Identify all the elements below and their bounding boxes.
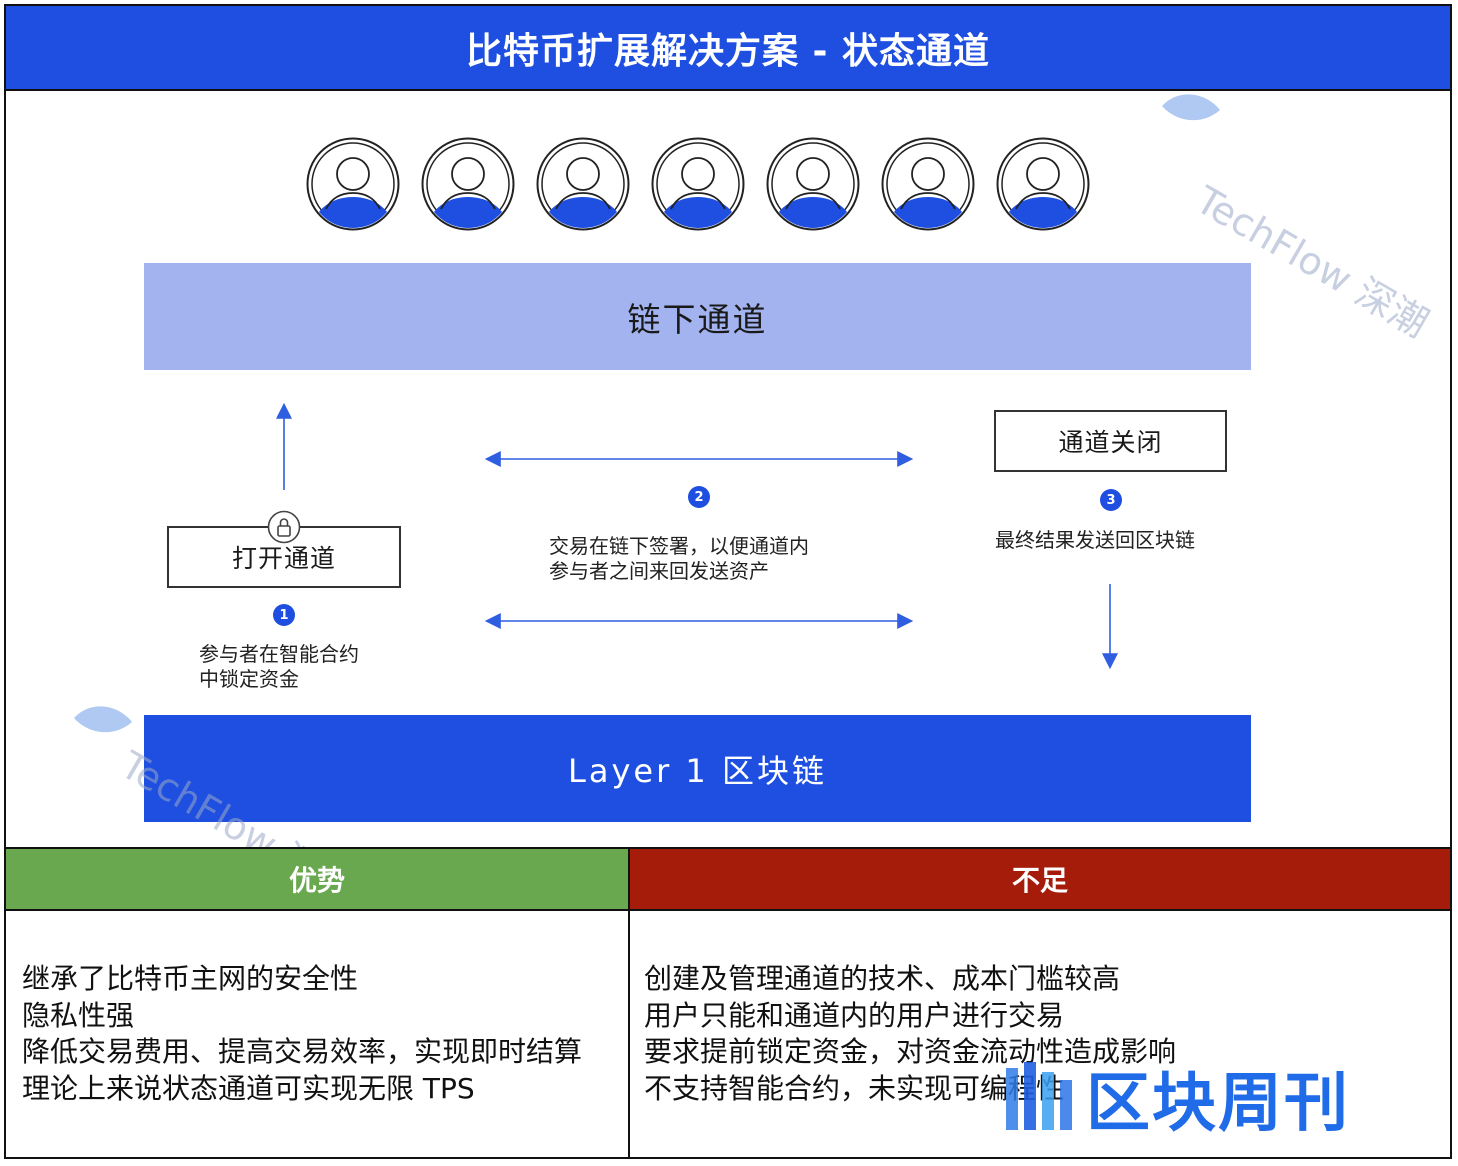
- layer1-blockchain-bar: Layer 1 区块链: [144, 715, 1251, 822]
- list-item: 理论上来说状态通道可实现无限 TPS: [22, 1071, 475, 1105]
- cons-header-label: 不足: [1011, 864, 1068, 897]
- publisher-logo: 区块周刊: [1000, 1052, 1350, 1144]
- step-3-line-1: 最终结果发送回区块链: [995, 528, 1195, 552]
- participant-avatar-icon: [306, 137, 400, 231]
- step-1-line-1: 参与者在智能合约: [199, 642, 359, 666]
- open-channel-label: 打开通道: [231, 544, 336, 573]
- layer1-label: Layer 1 区块链: [568, 751, 827, 790]
- participant-avatar-icon: [881, 137, 975, 231]
- logo-mark-icon: [1006, 1062, 1072, 1130]
- list-item: 降低交易费用、提高交易效率，实现即时结算: [22, 1035, 583, 1068]
- pros-header-label: 优势: [288, 864, 345, 897]
- list-item: 继承了比特币主网的安全性: [22, 962, 359, 995]
- list-item: 要求提前锁定资金，对资金流动性造成影响: [644, 1035, 1177, 1068]
- participant-avatar-icon: [996, 137, 1090, 231]
- step-2-description: 交易在链下签署，以便通道内 参与者之间来回发送资产: [549, 534, 809, 584]
- step-2-badge: 2: [688, 486, 710, 508]
- watermark-leaf-icon: [1160, 92, 1222, 128]
- logo-text: 区块周刊: [1086, 1067, 1350, 1141]
- participant-avatar-icon: [421, 137, 515, 231]
- list-item: 创建及管理通道的技术、成本门槛较高: [644, 962, 1121, 995]
- step-3-description: 最终结果发送回区块链: [995, 528, 1195, 553]
- table-top-border: [6, 847, 1450, 849]
- offchain-channel-bar: 链下通道: [144, 263, 1251, 370]
- offchain-channel-label: 链下通道: [627, 299, 768, 339]
- watermark-leaf-icon: [72, 704, 134, 740]
- participant-avatar-icon: [536, 137, 630, 231]
- title-bar: 比特币扩展解决方案 - 状态通道: [6, 6, 1450, 91]
- participant-avatar-icon: [766, 137, 860, 231]
- list-item: 用户只能和通道内的用户进行交易: [644, 998, 1065, 1032]
- close-channel-box: 通道关闭: [994, 410, 1227, 472]
- step-1-line-2: 中锁定资金: [199, 667, 299, 691]
- figure-frame: [4, 4, 1452, 1159]
- cons-header: 不足: [630, 849, 1450, 911]
- list-item: 不支持智能合约，未实现可编程性: [644, 1071, 1065, 1105]
- step-1-badge: 1: [273, 604, 295, 626]
- step-2-line-1: 交易在链下签署，以便通道内: [549, 534, 809, 558]
- participant-avatar-icon: [651, 137, 745, 231]
- table-column-divider: [628, 849, 630, 1159]
- step-1-description: 参与者在智能合约 中锁定资金: [199, 642, 359, 692]
- close-channel-label: 通道关闭: [1058, 428, 1163, 457]
- cons-list: 创建及管理通道的技术、成本门槛较高 用户只能和通道内的用户进行交易 要求提前锁定…: [644, 961, 1176, 1107]
- lock-icon: [267, 510, 301, 544]
- list-item: 隐私性强: [22, 998, 135, 1032]
- pros-list: 继承了比特币主网的安全性 隐私性强 降低交易费用、提高交易效率，实现即时结算 理…: [22, 961, 582, 1107]
- page-title: 比特币扩展解决方案 - 状态通道: [465, 30, 990, 72]
- step-3-badge: 3: [1100, 489, 1122, 511]
- step-2-line-2: 参与者之间来回发送资产: [549, 559, 769, 583]
- pros-header: 优势: [6, 849, 628, 911]
